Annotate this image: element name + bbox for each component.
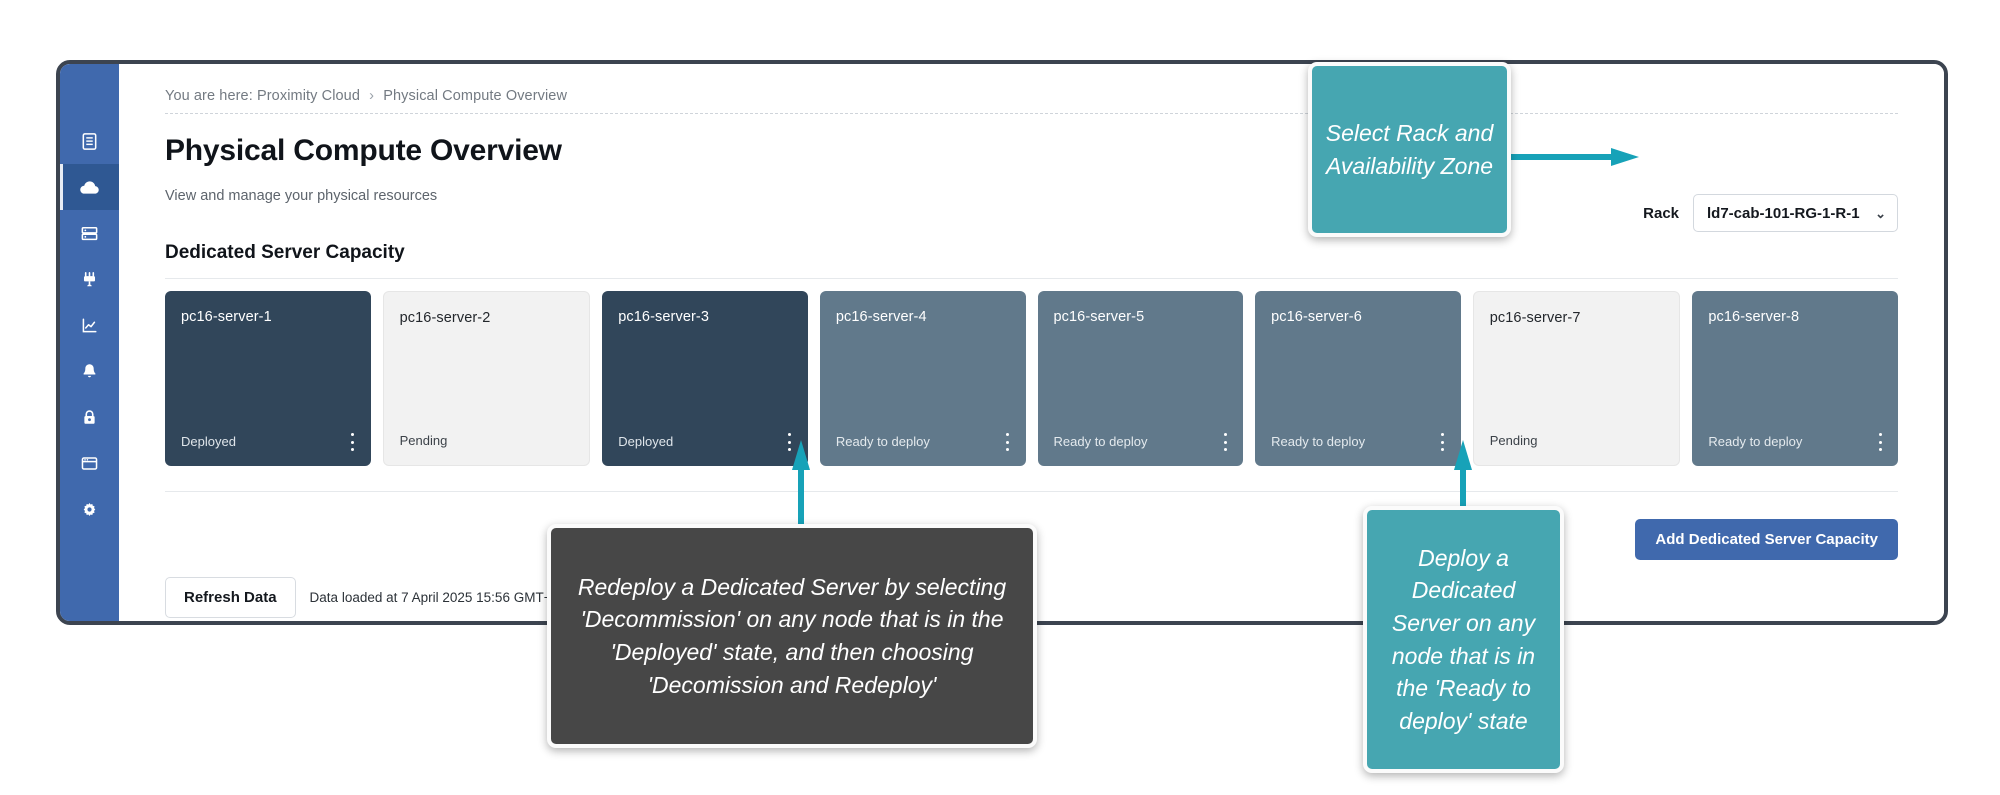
page-subtitle: View and manage your physical resources <box>165 188 438 205</box>
sidebar-item-analytics[interactable] <box>60 302 119 348</box>
server-icon <box>80 224 99 243</box>
kebab-menu-icon[interactable] <box>351 433 355 452</box>
server-card-status: Ready to deploy <box>1271 434 1366 450</box>
server-card-status: Deployed <box>618 434 674 450</box>
rack-label: Rack <box>1643 204 1679 222</box>
section-title: Dedicated Server Capacity <box>165 242 405 264</box>
server-card-status: Pending <box>399 433 448 449</box>
footer-left: Refresh Data Data loaded at 7 April 2025… <box>165 577 559 618</box>
window-icon <box>80 454 99 473</box>
rack-selector-row: Rack ld7-cab-101-RG-1-R-1 ⌄ <box>1643 194 1898 232</box>
callout-redeploy-server: Redeploy a Dedicated Server by selecting… <box>547 524 1037 748</box>
sidebar-item-settings[interactable] <box>60 486 119 532</box>
server-card-name: pc16-server-3 <box>618 309 709 326</box>
breadcrumb-separator-icon: › <box>369 88 375 104</box>
callout-deploy-server: Deploy a Dedicated Server on any node th… <box>1363 506 1564 773</box>
server-card-name: pc16-server-8 <box>1708 309 1800 326</box>
rack-select[interactable]: ld7-cab-101-RG-1-R-1 ⌄ <box>1693 194 1898 232</box>
kebab-menu-icon[interactable] <box>1441 433 1445 452</box>
sidebar-item-cloud[interactable] <box>60 164 119 210</box>
server-card-status: Deployed <box>181 434 236 450</box>
document-icon <box>80 132 99 151</box>
breadcrumb: You are here: Proximity Cloud › Physical… <box>165 88 1898 114</box>
server-card-status: Ready to deploy <box>1708 434 1803 450</box>
sidebar-item-security[interactable] <box>60 394 119 440</box>
plug-icon <box>80 270 99 289</box>
data-loaded-text: Data loaded at 7 April 2025 15:56 GMT+1 <box>309 590 560 605</box>
breadcrumb-root[interactable]: Proximity Cloud <box>256 88 361 104</box>
server-card-name: pc16-server-5 <box>1053 309 1145 326</box>
chevron-down-icon: ⌄ <box>1875 205 1886 221</box>
sidebar-item-document[interactable] <box>60 118 119 164</box>
server-card-status: Pending <box>1489 433 1538 449</box>
annotation-arrow-to-rack <box>1511 148 1639 166</box>
server-card-name: pc16-server-7 <box>1489 310 1581 327</box>
section-divider <box>165 278 1898 280</box>
lock-icon <box>80 408 99 427</box>
add-dedicated-server-capacity-button[interactable]: Add Dedicated Server Capacity <box>1635 519 1898 560</box>
cloud-icon <box>78 178 101 197</box>
kebab-menu-icon[interactable] <box>788 433 792 452</box>
sidebar-item-server[interactable] <box>60 210 119 256</box>
chart-line-icon <box>80 316 99 335</box>
breadcrumb-current: Physical Compute Overview <box>383 88 568 104</box>
sidebar-item-notifications[interactable] <box>60 348 119 394</box>
callout-select-rack: Select Rack and Availability Zone <box>1308 62 1511 237</box>
kebab-menu-icon[interactable] <box>1006 433 1010 452</box>
sidebar-item-power[interactable] <box>60 256 119 302</box>
server-card-name: pc16-server-2 <box>399 310 491 327</box>
refresh-data-button[interactable]: Refresh Data <box>165 577 296 618</box>
server-card-name: pc16-server-4 <box>835 309 927 326</box>
kebab-menu-icon[interactable] <box>1878 433 1882 452</box>
kebab-menu-icon[interactable] <box>1223 433 1227 452</box>
sidebar-item-console[interactable] <box>60 440 119 486</box>
sidebar <box>60 64 119 621</box>
bell-icon <box>80 362 99 381</box>
server-card-name: pc16-server-6 <box>1271 309 1362 326</box>
server-card-name: pc16-server-1 <box>181 309 272 326</box>
rack-select-value: ld7-cab-101-RG-1-R-1 <box>1707 204 1860 222</box>
gear-icon <box>80 500 99 519</box>
server-card-status: Ready to deploy <box>1053 434 1148 450</box>
page-title: Physical Compute Overview <box>165 134 562 167</box>
breadcrumb-prefix: You are here: <box>165 88 253 104</box>
server-card-status: Ready to deploy <box>835 434 930 450</box>
footer-divider <box>165 491 1898 493</box>
